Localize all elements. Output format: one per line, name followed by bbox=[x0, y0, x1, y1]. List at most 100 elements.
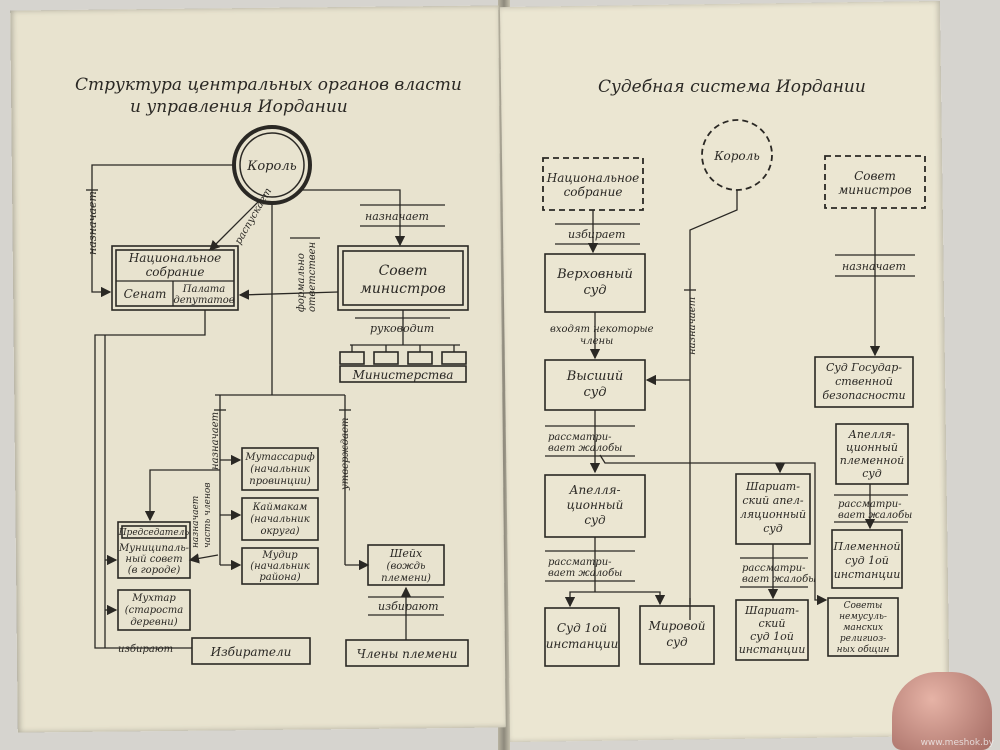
svg-text:округа): округа) bbox=[260, 526, 299, 537]
svg-text:Совет: Совет bbox=[854, 169, 896, 183]
svg-text:деревни): деревни) bbox=[130, 617, 177, 628]
svg-text:Мудир: Мудир bbox=[261, 550, 298, 561]
left-voters-box: Избиратели bbox=[191, 637, 311, 665]
svg-text:Высший: Высший bbox=[566, 369, 623, 384]
left-assembly-box: Национальное собрание Сенат Палата депут… bbox=[111, 245, 239, 311]
svg-text:Мухтар: Мухтар bbox=[131, 593, 176, 604]
svg-text:племени): племени) bbox=[381, 573, 431, 584]
svg-text:Советы: Советы bbox=[844, 601, 883, 611]
svg-text:суд: суд bbox=[763, 522, 783, 535]
svg-text:Шейх: Шейх bbox=[389, 547, 423, 560]
left-sheikh-box: Шейх (вождь племени) bbox=[367, 544, 445, 586]
right-appeal-box: Апелля- ционный суд bbox=[544, 474, 646, 538]
right-tribal-first-box: Племенной суд 1ой инстанции bbox=[831, 529, 903, 589]
svg-text:суд: суд bbox=[666, 635, 688, 649]
left-elect-voters: избирают bbox=[118, 644, 173, 655]
right-appoints-council: назначает bbox=[842, 260, 906, 273]
left-mutasarrif-box: Мутассариф (начальник провинции) bbox=[241, 447, 319, 491]
left-appoints-left: назначает bbox=[86, 191, 99, 255]
left-formal-line1: формально bbox=[296, 253, 307, 312]
right-title: Судебная система Иордании bbox=[598, 77, 866, 97]
svg-text:ственной: ственной bbox=[835, 375, 893, 388]
svg-text:суд 1ой: суд 1ой bbox=[845, 554, 889, 567]
svg-text:Муниципаль-: Муниципаль- bbox=[118, 543, 190, 554]
right-complaints4-line1: рассматри- bbox=[838, 499, 902, 510]
right-assembly-box: Национальное собрание bbox=[542, 157, 644, 211]
svg-text:Каймакам: Каймакам bbox=[252, 502, 308, 513]
right-include-line1: входят некоторые bbox=[550, 324, 654, 335]
svg-text:Король: Король bbox=[713, 149, 760, 163]
svg-text:суд: суд bbox=[583, 283, 606, 298]
svg-text:ционный: ционный bbox=[846, 441, 898, 454]
right-sharia-appeal-box: Шариат- ский апел- ляционный суд bbox=[735, 473, 811, 545]
svg-text:собрание: собрание bbox=[564, 185, 623, 199]
left-king-label: Король bbox=[246, 159, 296, 174]
right-appoints-king: назначает bbox=[687, 297, 698, 355]
thumb bbox=[892, 672, 992, 750]
left-mudir-box: Мудир (начальник района) bbox=[241, 547, 319, 585]
left-deputies-line1: Палата bbox=[182, 284, 225, 295]
left-approves: утверждает bbox=[340, 418, 351, 492]
left-mukhtar-box: Мухтар (староста деревни) bbox=[117, 589, 191, 631]
svg-text:Мировой: Мировой bbox=[648, 619, 706, 633]
right-complaints2-line1: рассматри- bbox=[548, 557, 612, 568]
right-diagram: Судебная система Иордании Национальное с… bbox=[542, 77, 926, 667]
svg-text:ляционный: ляционный bbox=[740, 508, 806, 521]
svg-text:инстанции: инстанции bbox=[834, 568, 901, 581]
left-formal-line2: ответствен bbox=[307, 242, 318, 312]
svg-text:(староста: (староста bbox=[125, 605, 183, 616]
left-title-line2: и управления Иордании bbox=[130, 97, 348, 117]
right-high-box: Высший суд bbox=[544, 359, 646, 411]
left-leads: руководит bbox=[370, 322, 434, 335]
svg-text:Племенной: Племенной bbox=[833, 540, 901, 553]
svg-text:Верховный: Верховный bbox=[556, 267, 633, 282]
svg-text:Мутассариф: Мутассариф bbox=[244, 452, 314, 463]
right-sharia-first-box: Шариат- ский суд 1ой инстанции bbox=[735, 599, 809, 661]
svg-text:суд: суд bbox=[584, 513, 606, 527]
left-elect-tribe: избирают bbox=[378, 600, 439, 613]
svg-text:инстанции: инстанции bbox=[546, 637, 619, 651]
svg-text:ный совет: ный совет bbox=[125, 554, 182, 565]
right-king-node: Король bbox=[701, 119, 773, 191]
right-complaints2-line2: вает жалобы bbox=[548, 568, 622, 579]
left-council-line2: министров bbox=[360, 281, 446, 297]
right-first-instance-box: Суд 1ой инстанции bbox=[544, 607, 620, 667]
svg-text:манских: манских bbox=[843, 623, 883, 633]
svg-text:Шариат-: Шариат- bbox=[745, 480, 800, 493]
svg-text:инстанции: инстанции bbox=[739, 643, 806, 656]
svg-text:ных общин: ных общин bbox=[837, 644, 890, 655]
svg-text:(вождь: (вождь bbox=[387, 561, 426, 572]
right-complaints3-line1: рассматри- bbox=[742, 563, 806, 574]
svg-text:Суд 1ой: Суд 1ой bbox=[557, 621, 607, 635]
svg-text:Апелля-: Апелля- bbox=[848, 428, 896, 441]
left-council-members: часть членов bbox=[203, 482, 213, 548]
svg-text:Председатель: Председатель bbox=[118, 528, 190, 538]
svg-text:Апелля-: Апелля- bbox=[568, 483, 620, 497]
right-include-line2: члены bbox=[580, 336, 613, 347]
left-tribe-members-box: Члены племени bbox=[345, 639, 469, 667]
left-appoints-top: назначает bbox=[365, 210, 429, 223]
right-council-box: Совет министров bbox=[824, 155, 926, 209]
right-nonmuslim-box: Советы немусуль- манских религиоз- ных о… bbox=[827, 597, 899, 657]
right-complaints3-line2: вает жалобы bbox=[742, 574, 816, 585]
svg-text:безопасности: безопасности bbox=[822, 389, 905, 402]
right-security-box: Суд Государ- ственной безопасности bbox=[814, 356, 914, 408]
left-deputies-line2: депутатов bbox=[173, 295, 234, 306]
svg-text:(начальник: (начальник bbox=[250, 464, 309, 475]
svg-text:ционный: ционный bbox=[567, 498, 624, 512]
left-council-line1: Совет bbox=[379, 263, 428, 279]
watermark: www.meshok.by bbox=[920, 738, 994, 748]
svg-text:министров: министров bbox=[838, 183, 911, 197]
svg-text:ский: ский bbox=[759, 617, 786, 630]
left-appoints-council: назначает bbox=[191, 496, 201, 548]
right-peace-box: Мировой суд bbox=[639, 605, 715, 665]
svg-text:Суд Государ-: Суд Государ- bbox=[826, 361, 902, 374]
svg-text:Национальное: Национальное bbox=[546, 171, 639, 185]
svg-text:племенной: племенной bbox=[840, 454, 904, 467]
left-appoints-mid: назначает bbox=[210, 412, 221, 470]
svg-text:немусуль-: немусуль- bbox=[839, 612, 887, 622]
right-supreme-box: Верховный суд bbox=[544, 253, 646, 313]
svg-text:Шариат-: Шариат- bbox=[744, 604, 799, 617]
left-municipal-box: Председатель Муниципаль- ный совет (в го… bbox=[117, 521, 191, 579]
